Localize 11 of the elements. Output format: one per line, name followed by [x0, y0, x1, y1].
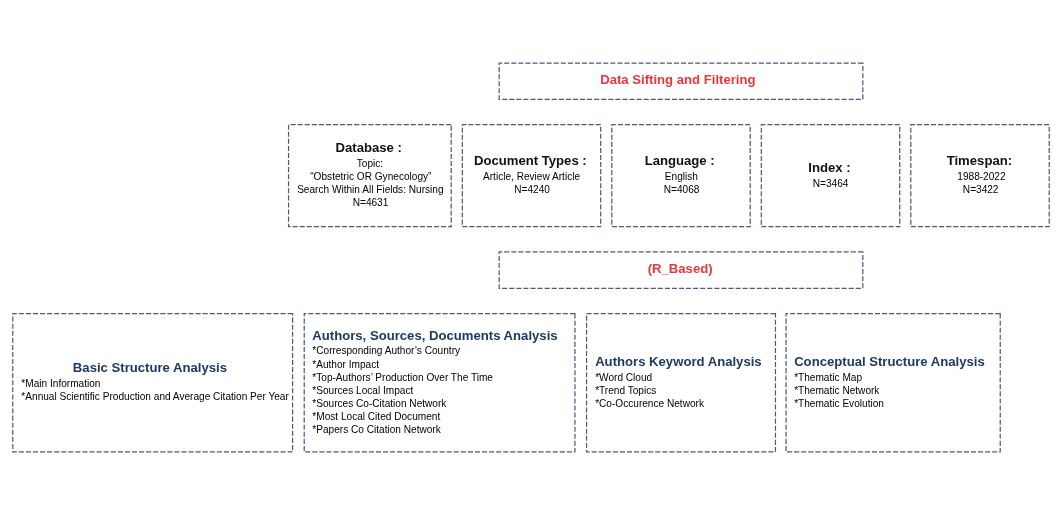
node-box: Conceptual Structure Analysis *Thematic Map *Thematic Network *Thematic Evolution [785, 312, 1001, 453]
node-box: Basic Structure Analysis *Main Information *Annual Scientific Production and Average Citation Per Year [12, 312, 294, 453]
node-box: Database : Topic: “Obstetric OR Gynecology” Search Within All Fields: Nursing N=4631 [287, 124, 452, 228]
node-box: Index : N=3464 [760, 124, 901, 228]
node-box: Document Types : Article, Review Article N=4240 [461, 124, 602, 228]
node-box: Language : English N=4068 [611, 124, 751, 228]
node-box: Authors, Sources, Documents Analysis *Corresponding Author’s Country *Author Impact *Top-Authors’ Production Over The Time *Sources Local Impact *Sources Co-Citation Network *Most Local Cited Document *Papers Co Citation Network [303, 312, 576, 453]
node-box: Authors Keyword Analysis *Word Cloud *Trend Topics *Co-Occurence Network [585, 312, 777, 453]
node-box: (R_Based) [498, 251, 864, 289]
node-box: Timespan: 1988-2022 N=3422 [910, 124, 1050, 228]
node-box: Data Sifting and Filtering [498, 62, 864, 100]
